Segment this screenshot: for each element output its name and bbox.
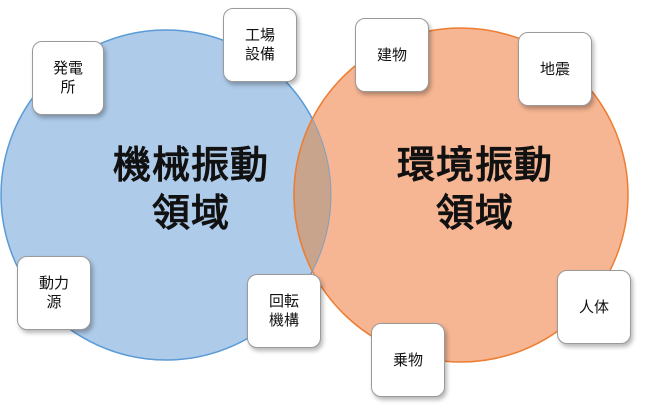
power-plant-box: 発電 所	[32, 41, 104, 115]
human-body-label: 人体	[578, 297, 609, 316]
earthquake-box: 地震	[518, 32, 592, 106]
environmental-title-line2: 領域	[435, 190, 514, 235]
mechanical-vibration-region-title: 機械振動 領域	[96, 142, 286, 237]
rotating-machinery-label: 回転 機構	[268, 292, 299, 329]
factory-equipment-box: 工場 設備	[223, 8, 297, 82]
environmental-title-line1: 環境振動	[396, 143, 553, 187]
vehicle-box: 乗物	[371, 323, 445, 397]
building-label: 建物	[376, 45, 407, 64]
vehicle-label: 乗物	[392, 350, 423, 369]
earthquake-label: 地震	[539, 59, 570, 78]
environmental-vibration-region-title: 環境振動 領域	[380, 142, 570, 237]
human-body-box: 人体	[557, 270, 631, 344]
overlap-region	[293, 30, 331, 360]
mechanical-title-line2: 領域	[151, 190, 230, 235]
factory-equipment-label: 工場 設備	[244, 26, 275, 63]
building-box: 建物	[355, 18, 429, 92]
mechanical-circle-outline	[0, 29, 332, 361]
power-source-box: 動力 源	[17, 256, 91, 330]
rotating-machinery-box: 回転 機構	[247, 274, 321, 348]
power-source-label: 動力 源	[38, 274, 69, 311]
power-plant-label: 発電 所	[52, 59, 83, 96]
mechanical-title-line1: 機械振動	[112, 143, 269, 187]
